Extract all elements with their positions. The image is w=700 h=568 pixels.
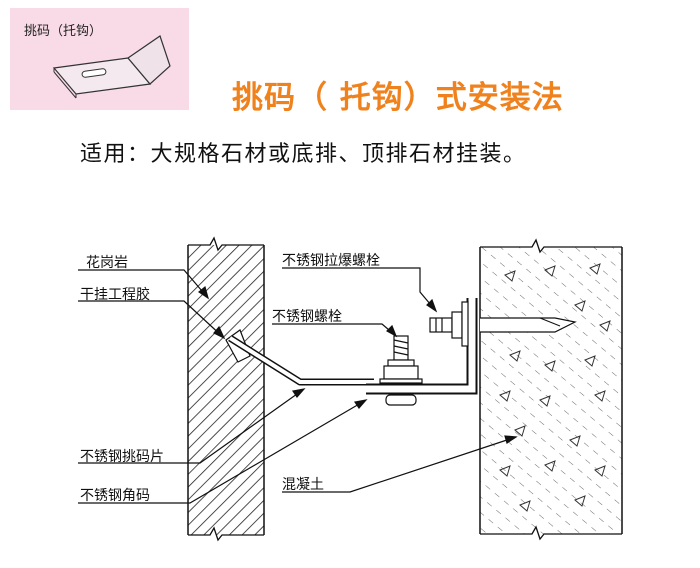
hook-sketch-icon <box>52 35 171 99</box>
inset-label: 挑码（托钩） <box>24 24 103 39</box>
label-hook-piece: 不锈钢挑码片 <box>80 449 164 465</box>
page-subtitle: 适用：大规格石材或底排、顶排石材挂装。 <box>80 142 527 167</box>
label-concrete: 混凝土 <box>282 477 324 493</box>
label-angle: 不锈钢角码 <box>80 488 150 504</box>
label-bolt: 不锈钢螺栓 <box>272 309 342 325</box>
angle-bracket <box>366 298 478 395</box>
hook-inset-panel: 挑码（托钩） <box>10 8 189 110</box>
label-granite: 花岗岩 <box>86 255 128 271</box>
page-title: 挑码（ 托钩）式安装法 <box>232 80 564 116</box>
concrete-wall <box>479 238 623 541</box>
granite-slab <box>187 236 265 542</box>
label-dry-glue: 干挂工程胶 <box>80 287 150 303</box>
expansion-bolt <box>429 301 469 347</box>
label-expansion-bolt: 不锈钢拉爆螺栓 <box>282 253 380 269</box>
bolt <box>379 335 423 406</box>
